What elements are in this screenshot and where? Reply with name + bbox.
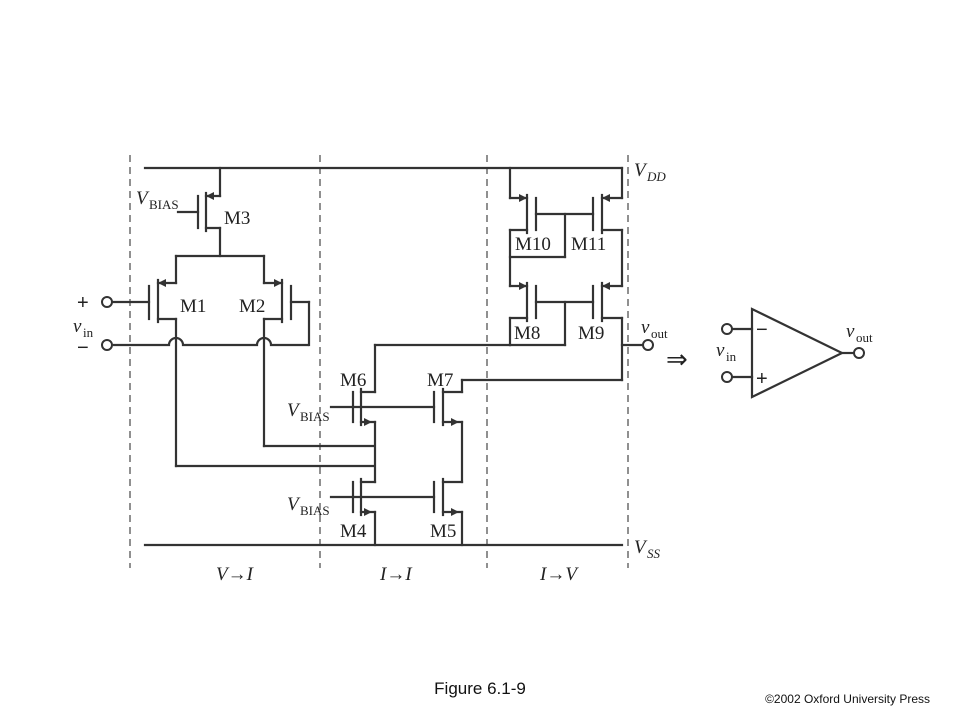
label-m11: M11: [571, 234, 606, 255]
section-label-v-to-i: V→I: [216, 564, 255, 585]
label-m8: M8: [514, 323, 540, 344]
svg-text:v: v: [846, 321, 855, 342]
equivalence-arrow-icon: ⇒: [666, 345, 688, 374]
transistor-m3: [176, 166, 222, 258]
bias-label-m6: V BIAS: [287, 400, 330, 424]
input-minus-sign: −: [77, 337, 89, 359]
svg-text:v: v: [716, 340, 725, 361]
section-label-i-to-v: I→V: [539, 564, 579, 585]
svg-text:v: v: [641, 317, 650, 338]
svg-text:V: V: [287, 400, 301, 421]
label-m1: M1: [180, 296, 206, 317]
svg-text:v: v: [73, 316, 82, 337]
transistor-m1: [147, 254, 178, 468]
label-m6: M6: [340, 370, 366, 391]
vout-label: v out: [641, 317, 668, 341]
svg-text:in: in: [726, 349, 737, 364]
svg-text:DD: DD: [646, 169, 666, 184]
transistor-m2: [262, 254, 311, 448]
label-m4: M4: [340, 521, 367, 542]
svg-text:SS: SS: [647, 546, 661, 561]
svg-text:in: in: [83, 325, 94, 340]
opamp-minus-sign: −: [756, 319, 768, 341]
vss-label: V SS: [634, 537, 661, 561]
label-m10: M10: [515, 234, 551, 255]
bias-label-m4: V BIAS: [287, 494, 330, 518]
svg-text:BIAS: BIAS: [300, 409, 330, 424]
transistor-m6: [329, 343, 377, 484]
copyright-notice: ©2002 Oxford University Press: [765, 692, 930, 706]
transistor-m11: [591, 166, 624, 288]
vdd-label: V DD: [634, 160, 666, 184]
section-label-i-to-i: I→I: [379, 564, 413, 585]
label-m3: M3: [224, 208, 250, 229]
bias-label-m3: V BIAS: [136, 188, 179, 212]
opamp-vout-label: v out: [846, 321, 873, 345]
transistor-m5: [432, 477, 464, 547]
input-plus-sign: +: [77, 292, 89, 314]
figure-caption: Figure 6.1-9: [434, 679, 526, 698]
label-m2: M2: [239, 296, 265, 317]
vin-label: v in: [73, 316, 94, 340]
label-m5: M5: [430, 521, 456, 542]
label-m9: M9: [578, 323, 604, 344]
svg-text:V: V: [634, 537, 648, 558]
svg-text:BIAS: BIAS: [300, 503, 330, 518]
opamp-symbol: − +: [721, 307, 865, 399]
svg-text:BIAS: BIAS: [149, 197, 179, 212]
transistor-m10: [508, 166, 538, 288]
opamp-plus-sign: +: [756, 368, 768, 390]
label-m7: M7: [427, 370, 453, 391]
svg-text:out: out: [856, 330, 873, 345]
opamp-vin-label: v in: [716, 340, 737, 364]
svg-text:V: V: [634, 160, 648, 181]
svg-text:V: V: [287, 494, 301, 515]
transistor-m7: [432, 378, 464, 484]
section-dividers: [129, 155, 629, 568]
input-wires: [101, 296, 309, 351]
svg-text:V: V: [136, 188, 150, 209]
svg-text:out: out: [651, 326, 668, 341]
output-terminal: [620, 339, 654, 351]
